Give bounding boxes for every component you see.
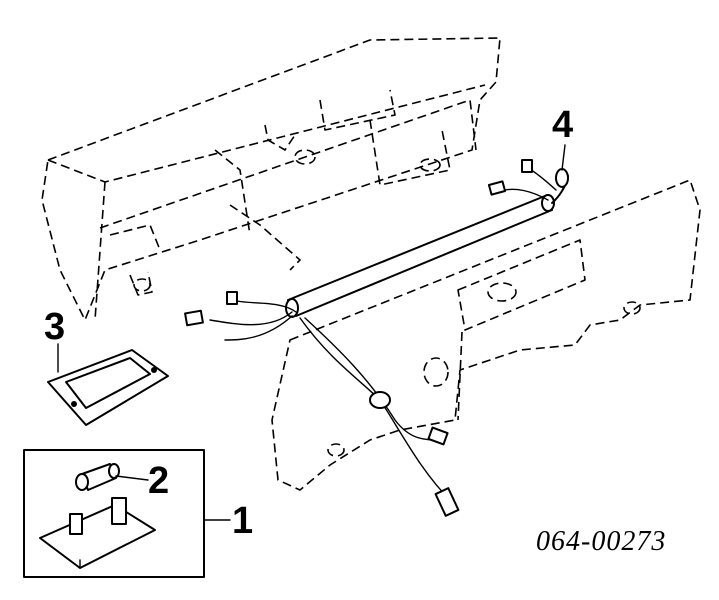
callout-2: 2 — [148, 460, 170, 502]
callout-3: 3 — [44, 306, 66, 348]
lower-panel-outline — [271, 179, 701, 491]
part-number-label: 064-00273 — [536, 526, 667, 557]
callout-4: 4 — [552, 104, 574, 146]
harness-assembly — [184, 159, 569, 517]
leader-lines — [203, 144, 566, 521]
gasket-drawing — [47, 343, 169, 426]
callout-1: 1 — [232, 500, 254, 542]
lamp-assembly-drawing — [39, 497, 156, 569]
bulb-drawing — [75, 463, 149, 491]
upper-panel-outline — [41, 37, 501, 321]
inset-frame — [23, 449, 205, 578]
